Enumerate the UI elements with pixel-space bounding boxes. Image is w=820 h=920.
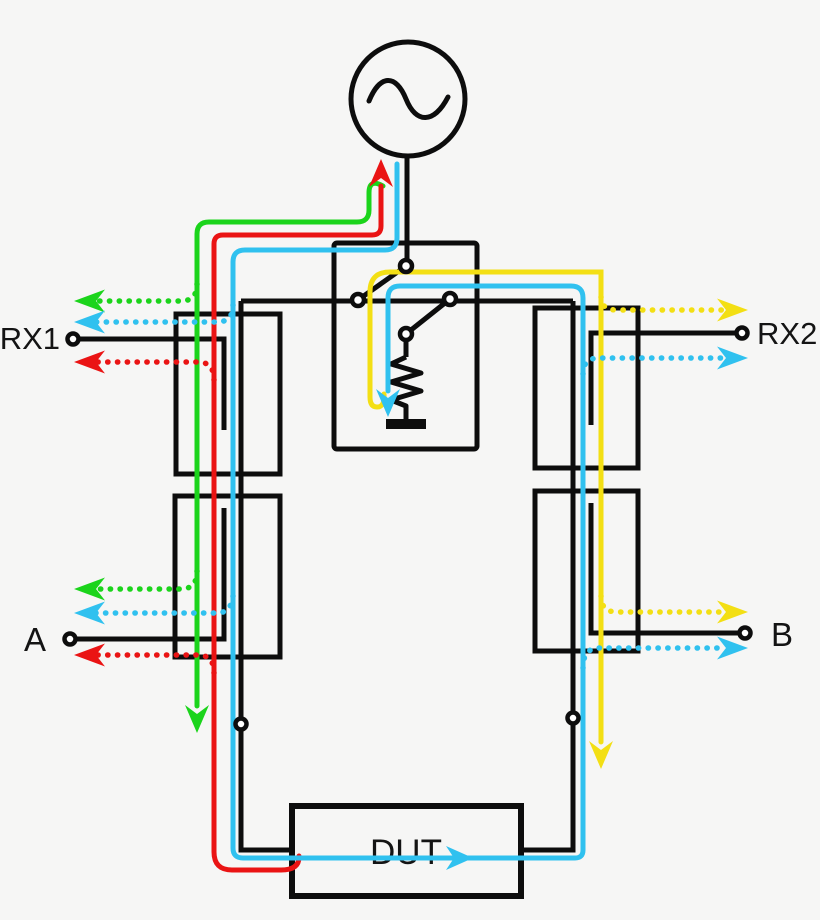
left-through-wire — [238, 301, 292, 853]
port-a-coupled-arrows — [74, 568, 236, 676]
right-line-node — [565, 710, 581, 726]
coupler-upper-left-outline — [173, 311, 283, 477]
rx2-terminal — [734, 325, 750, 341]
rx1-red-dashed — [93, 359, 217, 383]
left-line-node — [233, 716, 249, 732]
cyan-transmission-path — [230, 161, 586, 861]
coupler-upper-left — [78, 311, 283, 477]
switch-node-top — [397, 257, 415, 275]
port-b-coupled-line — [588, 503, 740, 636]
port-b-label: B — [771, 616, 793, 653]
switch-node-left — [349, 291, 367, 309]
port-a-green-arrowhead — [74, 577, 105, 601]
rx1-red-arrowhead — [74, 350, 105, 374]
rx1-coupled-line — [78, 336, 227, 430]
coupler-upper-right — [532, 305, 737, 471]
switch-node-right — [441, 290, 459, 308]
rx1-label: RX1 — [0, 321, 60, 356]
port-b-coupled-arrows — [580, 593, 748, 671]
coupler-lower-left — [75, 493, 283, 660]
switch-arm-termination — [404, 297, 452, 336]
red-source-path — [211, 183, 384, 873]
rx2-yellow-arrowhead — [717, 298, 748, 322]
red-up-arrowhead — [369, 159, 393, 187]
yellow-reverse-path — [367, 269, 604, 745]
port-b-cyan-dashed — [580, 645, 729, 671]
sine-wave-icon — [366, 78, 451, 120]
ac-source-icon — [348, 39, 468, 266]
port-a-red-arrowhead — [74, 643, 105, 667]
dut-outline — [289, 803, 524, 899]
dut-label: DUT — [370, 833, 442, 872]
yellow-down-arrowhead — [589, 741, 613, 769]
port-a-coupled-line — [75, 508, 227, 642]
port-a-terminal — [62, 631, 78, 647]
green-down-arrowhead — [185, 705, 209, 733]
switch-outline — [331, 240, 480, 452]
coupler-lower-right-outline — [532, 488, 641, 654]
port-b-yellow-arrowhead — [717, 600, 748, 624]
coupler-upper-right-outline — [532, 305, 641, 471]
rx2-label: RX2 — [757, 316, 817, 351]
resistor-zigzag-icon — [388, 354, 424, 421]
rx2-coupled-arrows — [580, 294, 748, 377]
rx1-cyan-arrowhead — [74, 310, 105, 334]
right-through-wire — [521, 301, 576, 853]
port-b-cyan-arrowhead — [717, 636, 748, 660]
cyan-termination-arrowhead — [376, 389, 400, 417]
switch-node-resistor — [397, 325, 415, 343]
main-line-left — [238, 301, 292, 853]
rx1-terminal — [65, 331, 81, 347]
port-a-green-dashed — [93, 568, 200, 592]
port-a-label: A — [24, 621, 46, 658]
main-line-right — [521, 301, 576, 853]
port-a-cyan-arrowhead — [74, 601, 105, 625]
dut-box: DUT — [289, 803, 524, 899]
rx2-yellow-dashed — [598, 294, 729, 313]
rx2-coupled-line — [588, 330, 737, 425]
cyan-dut-arrowhead — [446, 846, 473, 870]
port-b-terminal — [737, 625, 753, 641]
rx1-green-arrowhead — [74, 289, 105, 313]
rx1-coupled-arrows — [74, 281, 236, 383]
coupler-lower-left-outline — [172, 493, 283, 660]
switch-box — [241, 240, 573, 452]
rx2-cyan-arrowhead — [717, 346, 748, 370]
port-a-red-dashed — [93, 652, 217, 676]
coupler-lower-right — [532, 488, 740, 654]
